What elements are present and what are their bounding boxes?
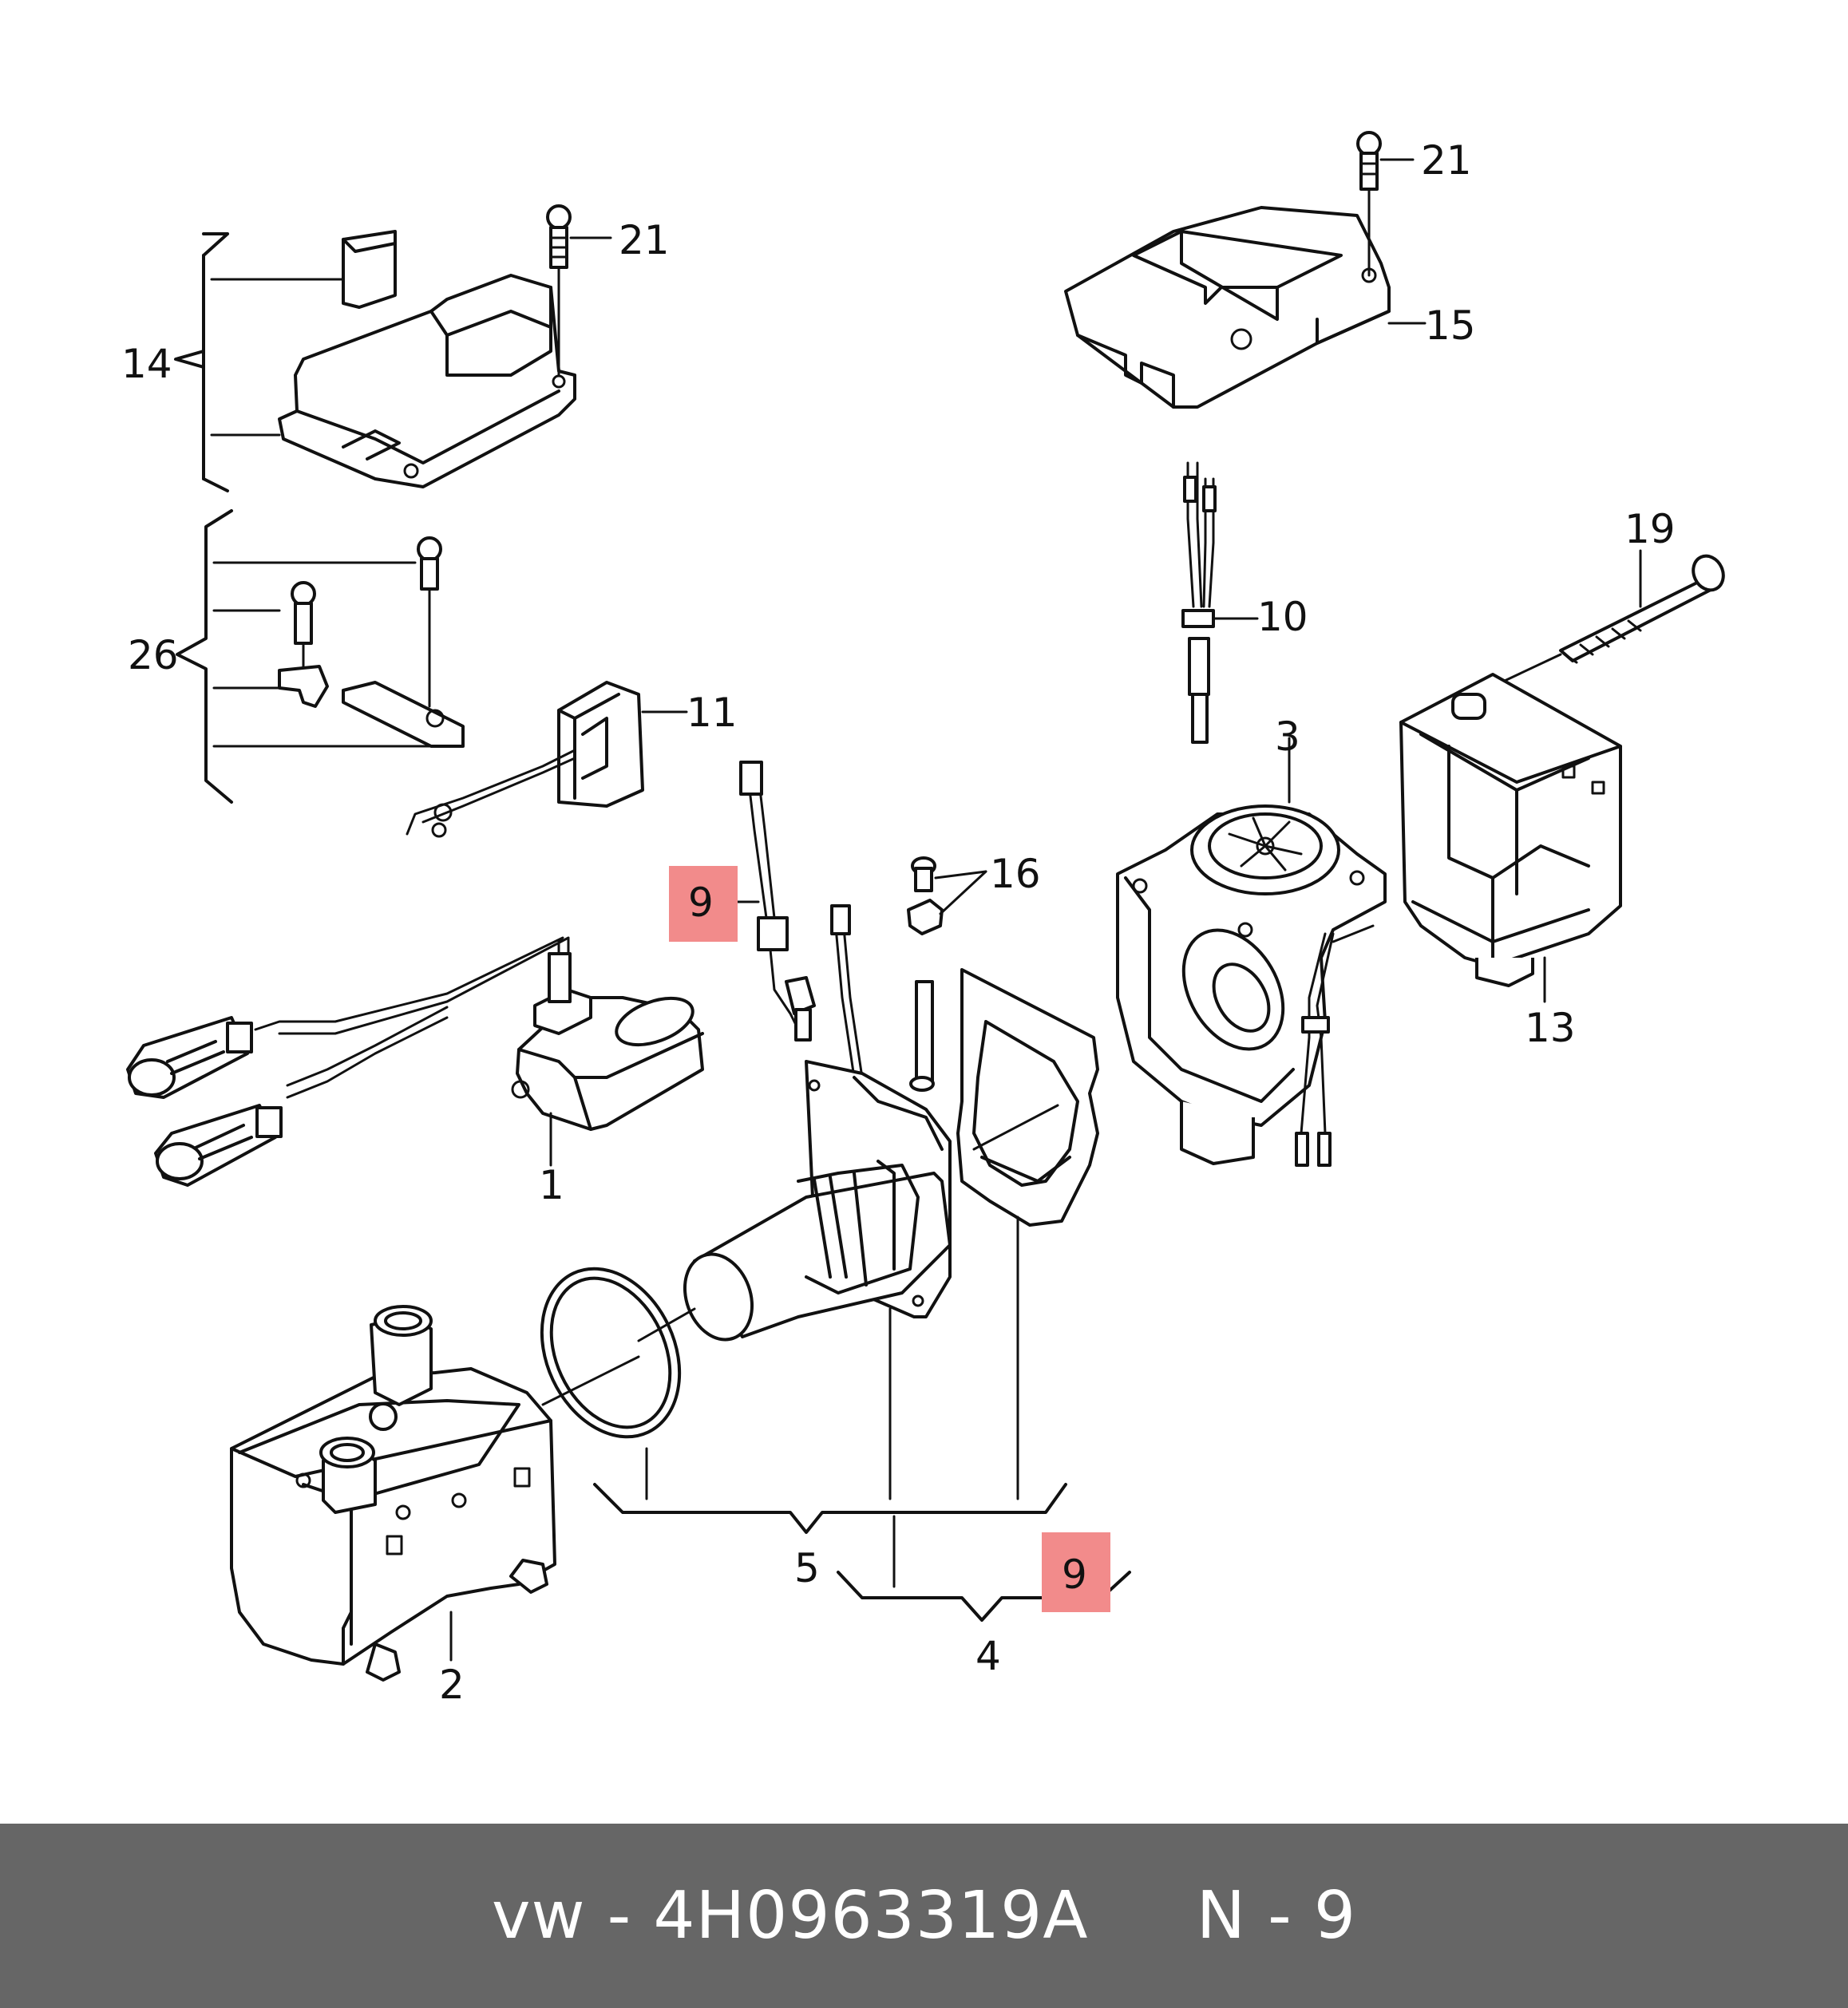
part-number: 4H0963319A (653, 1878, 1089, 1954)
callout-3: 3 (1275, 713, 1300, 760)
screw-21-right (1356, 131, 1415, 277)
connector-plug-lower (154, 1104, 283, 1187)
brand-separator: - (585, 1878, 654, 1954)
screw-21-left (546, 204, 612, 377)
callout-4: 4 (975, 1633, 1001, 1679)
callout-1: 1 (539, 1162, 564, 1208)
part-11-holder (406, 681, 688, 838)
part-16-fasteners (907, 856, 987, 935)
part-1-control-unit (254, 936, 704, 1167)
burner-tube (683, 1160, 952, 1342)
part-3-blower (1116, 737, 1387, 1167)
part-number-caption: vw - 4H0963319A N - 9 (492, 1878, 1356, 1954)
connector-plug-upper (126, 1016, 253, 1099)
callout-5: 5 (794, 1545, 820, 1591)
screw-26a (417, 536, 442, 708)
brand-label: vw (491, 1878, 586, 1954)
bracket-5 (593, 1483, 1067, 1534)
bracket-26-plate (278, 665, 329, 708)
callout-14: 14 (121, 341, 172, 387)
screw-26b (291, 581, 316, 688)
highlight-box-lower (1042, 1532, 1110, 1612)
part-14-cover (278, 230, 576, 488)
bracket-26-strap (342, 681, 465, 748)
bracket-26 (176, 509, 233, 804)
highlight-box-upper (669, 866, 738, 942)
callout-15: 15 (1425, 302, 1476, 349)
callout-21-left: 21 (619, 217, 670, 263)
part-13-housing (1399, 673, 1622, 1003)
part-2-heat-exchanger (230, 1305, 556, 1682)
part-15-cover (1064, 206, 1391, 409)
part-19-bolt (1491, 549, 1725, 688)
part-number-banner: vw - 4H0963319A N - 9 (0, 1824, 1848, 2008)
callout-9-upper: 9 (688, 879, 714, 926)
callout-21-right: 21 (1421, 137, 1472, 184)
callout-13: 13 (1525, 1005, 1576, 1051)
position-label: N - 9 (1196, 1878, 1356, 1954)
bracket-14 (202, 232, 229, 492)
parts-diagram: 14 21 21 15 26 11 10 19 3 16 13 9 9 1 2 … (121, 131, 1725, 1708)
callout-19: 19 (1624, 506, 1676, 552)
callout-11: 11 (687, 690, 738, 736)
callout-2: 2 (439, 1662, 465, 1708)
callout-26: 26 (128, 632, 179, 678)
part-9-gasket (956, 968, 1099, 1227)
callout-9-lower: 9 (1062, 1551, 1087, 1598)
part-10-sensor (1181, 461, 1259, 744)
callout-10: 10 (1257, 594, 1308, 640)
part-9-connector (713, 761, 816, 1042)
callout-16: 16 (990, 851, 1041, 897)
